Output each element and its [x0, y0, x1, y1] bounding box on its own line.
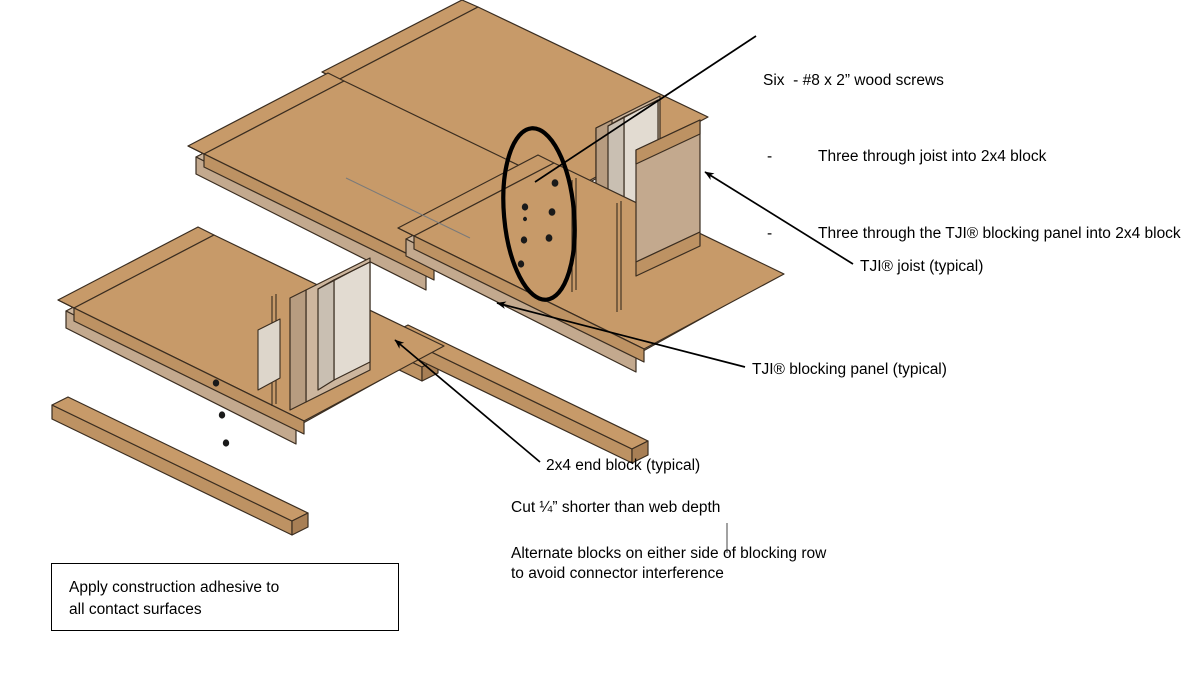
bullet-dash: -: [767, 224, 773, 242]
bullet-text: Three through the TJI® blocking panel in…: [818, 224, 1181, 242]
bullet-text: Three through joist into 2x4 block: [818, 148, 1047, 166]
screw-bullet-1: - Three through joist into 2x4 block: [767, 147, 1118, 167]
leader-joist: [704, 171, 854, 265]
joist-near-left: [51, 226, 445, 536]
web-seams-right: [571, 178, 622, 312]
cut-note: Cut ¼” shorter than web depth: [511, 499, 721, 516]
joist-end-right: [635, 119, 701, 277]
bullet-dash: -: [767, 148, 773, 166]
leader-screws: [534, 35, 757, 183]
adhesive-note-box: Apply construction adhesive to all conta…: [51, 563, 399, 631]
adhesive-note-text: Apply construction adhesive to all conta…: [52, 564, 398, 622]
screw-bullet-2: - Three through the TJI® blocking panel …: [767, 224, 1181, 244]
screw-marks-left-joist: [212, 379, 230, 447]
adhesive-note-line1: Apply construction adhesive to: [69, 579, 280, 596]
end-block-sliver: [257, 318, 281, 391]
screw-marks-highlighted: [517, 179, 559, 268]
alternate-blocks-note: Alternate blocks on either side of block…: [511, 545, 827, 583]
screw-highlight-ellipse: [501, 126, 577, 302]
leader-blocking: [496, 301, 746, 368]
adhesive-note-line2: all contact surfaces: [69, 601, 202, 619]
end-block-near: [317, 261, 371, 391]
leader-end-block: [394, 339, 541, 463]
screw-callout: Six - #8 x 2” wood screws - Three throug…: [763, 30, 1181, 285]
screw-callout-heading: Six - #8 x 2” wood screws: [763, 71, 944, 89]
joist-label: TJI® joist (typical): [860, 258, 984, 275]
end-block-label: 2x4 end block (typical): [546, 457, 701, 474]
joist-near-right: [391, 154, 785, 464]
hairline-seam: [345, 177, 471, 239]
blocking-panel-label: TJI® blocking panel (typical): [752, 361, 947, 378]
